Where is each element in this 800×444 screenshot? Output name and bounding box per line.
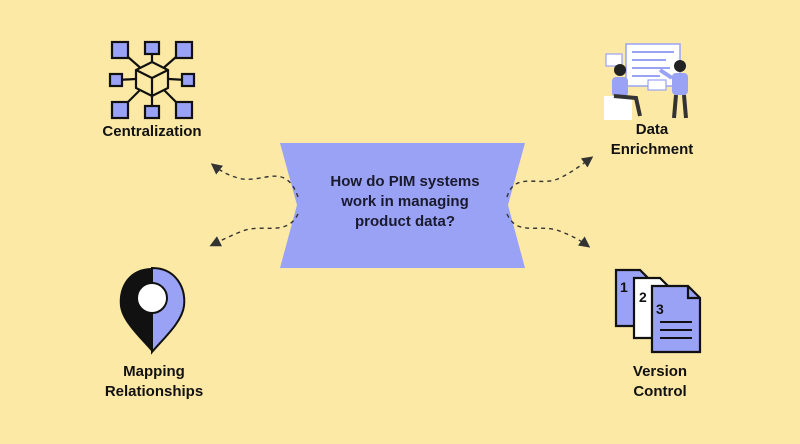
doc-number-2: 2 bbox=[639, 289, 647, 305]
connector-to-centralization bbox=[210, 163, 299, 198]
doc-number-3: 3 bbox=[656, 301, 664, 317]
version-control-label-line-1: Version bbox=[632, 363, 688, 380]
people-dashboard-illustration bbox=[604, 43, 688, 120]
document-lines bbox=[660, 321, 692, 339]
center-question-line-2: work in managing bbox=[341, 193, 469, 210]
version-control-label-line-2: Control bbox=[633, 383, 687, 400]
center-question: How do PIM systems work in managing prod… bbox=[310, 172, 500, 232]
centralization-label: Centralization bbox=[96, 122, 208, 142]
document-numbers: 1 2 3 bbox=[620, 279, 664, 317]
connector-to-version-control bbox=[506, 213, 591, 248]
data-enrichment-label-line-1: Data bbox=[635, 121, 669, 138]
mapping-label-line-2: Relationships bbox=[104, 383, 204, 400]
connector-to-data-enrichment bbox=[506, 156, 594, 198]
doc-number-1: 1 bbox=[620, 279, 628, 295]
network-cube-icon bbox=[108, 40, 196, 120]
connector-to-mapping bbox=[209, 213, 299, 247]
version-control-label: Version Control bbox=[610, 362, 710, 402]
mapping-label-line-1: Mapping bbox=[123, 363, 185, 380]
centralization-label-text: Centralization bbox=[102, 123, 202, 140]
map-pin-icon bbox=[119, 266, 186, 355]
center-question-line-1: How do PIM systems bbox=[330, 173, 480, 190]
center-banner bbox=[280, 143, 525, 268]
data-enrichment-label: Data Enrichment bbox=[592, 120, 712, 160]
stacked-documents-icon bbox=[614, 268, 702, 354]
center-question-line-3: product data? bbox=[355, 213, 455, 230]
data-enrichment-label-line-2: Enrichment bbox=[610, 141, 694, 158]
mapping-relationships-label: Mapping Relationships bbox=[92, 362, 216, 402]
